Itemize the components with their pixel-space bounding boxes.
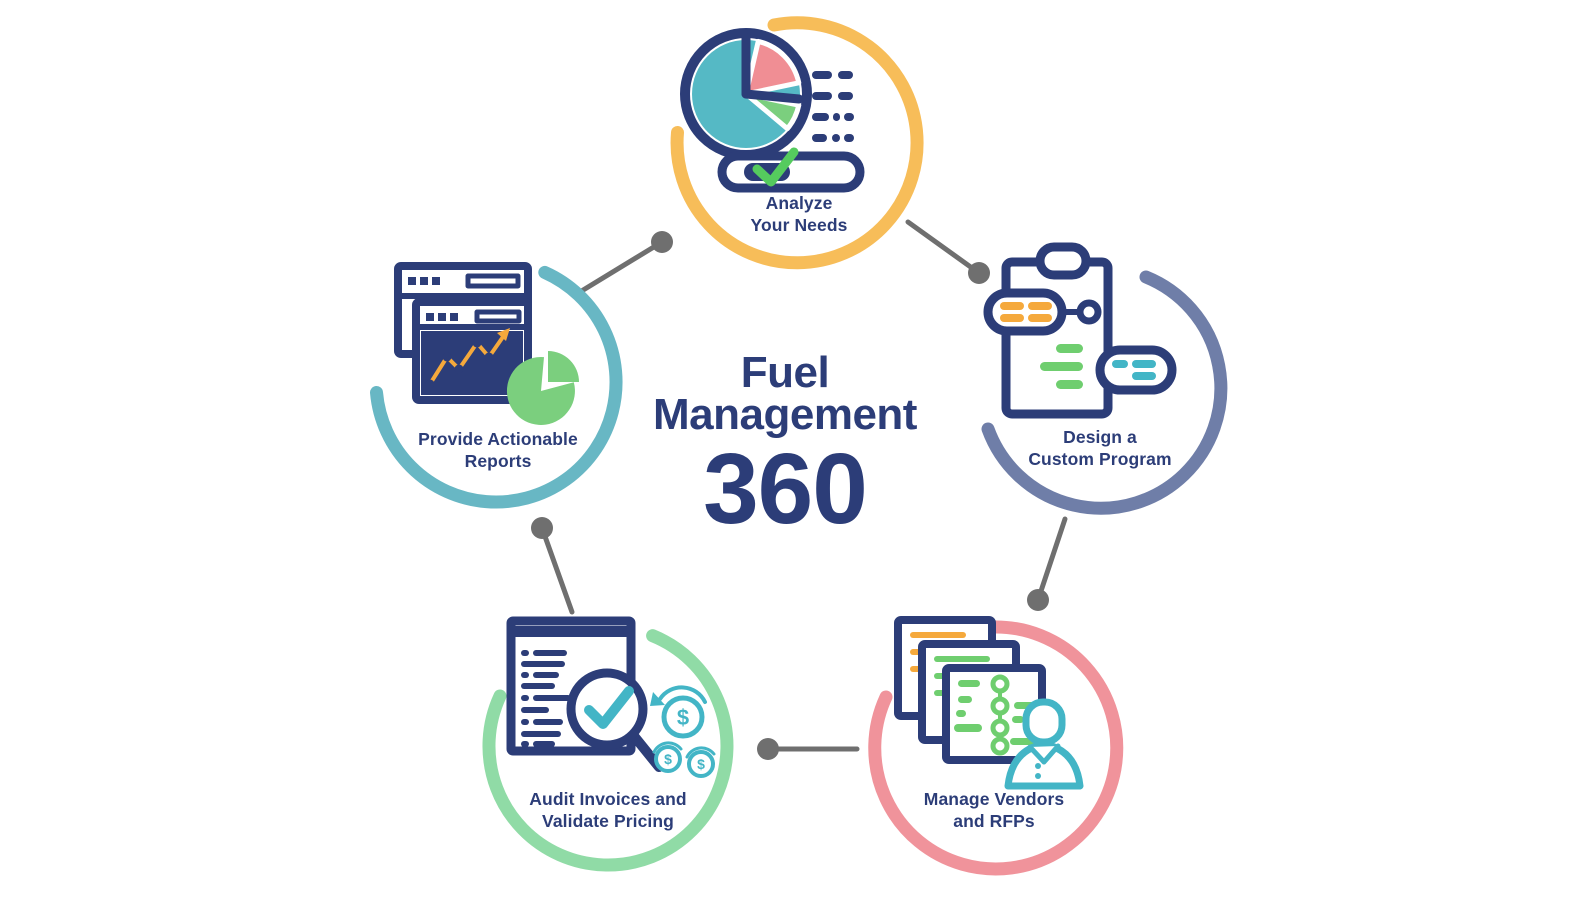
audit-ring	[482, 629, 734, 872]
dollar-coins-icon: $ $ $	[650, 685, 716, 778]
browser-window-front-icon	[412, 298, 532, 404]
vendors-label-line1: Manage Vendors	[923, 789, 1065, 809]
title-line-management: Management	[653, 390, 917, 439]
title-line-fuel: Fuel	[740, 348, 830, 397]
clipboard-flowchart-icon	[983, 242, 1177, 419]
vendors-label: Manage Vendors and RFPs	[874, 789, 1114, 832]
vendors-label-line2: and RFPs	[953, 810, 1035, 831]
audit-label: Audit Invoices and Validate Pricing	[488, 789, 728, 832]
connector-reports-analyze	[572, 231, 673, 298]
title-line-360: 360	[703, 433, 868, 545]
svg-text:$: $	[697, 756, 705, 772]
reports-ring	[370, 265, 623, 509]
reports-label-line2: Reports	[464, 450, 532, 471]
documents-person-icon	[894, 616, 1084, 790]
design-label-line1: Design a	[1063, 427, 1137, 447]
connector-vendors-audit	[757, 738, 860, 760]
person-icon	[1004, 698, 1084, 790]
connector-reports-audit	[531, 517, 575, 615]
design-label-line2: Custom Program	[1028, 448, 1172, 469]
pie-icon	[506, 351, 579, 425]
audit-label-line2: Validate Pricing	[542, 810, 674, 831]
connector-analyze-design	[905, 219, 990, 284]
connector-dot	[531, 517, 553, 539]
analyze-label-line2: Your Needs	[750, 214, 848, 235]
vendors-ring	[868, 620, 1124, 876]
center-title: Fuel Management 360	[585, 348, 985, 545]
reports-label: Provide Actionable Reports	[398, 429, 598, 472]
connector-design-vendors	[1027, 516, 1068, 611]
list-lines-icon	[812, 71, 854, 142]
pie-chart-report-icon	[680, 28, 865, 193]
svg-text:$: $	[677, 705, 689, 730]
svg-text:$: $	[664, 751, 672, 767]
magnifier-check-icon	[566, 668, 664, 772]
flowchart-lines-icon	[954, 674, 1040, 756]
line-chart-icon	[425, 328, 510, 389]
analyze-label-line1: Analyze	[765, 193, 833, 213]
audit-label-line1: Audit Invoices and	[529, 789, 687, 809]
connector-dot	[757, 738, 779, 760]
reports-label-line1: Provide Actionable	[418, 429, 578, 449]
progress-check-icon	[717, 147, 865, 193]
design-label: Design a Custom Program	[1000, 427, 1200, 470]
connector-dot	[651, 231, 673, 253]
connector-dot	[968, 262, 990, 284]
analyze-label: Analyze Your Needs	[699, 193, 899, 236]
design-ring	[981, 270, 1228, 515]
connector-dot	[1027, 589, 1049, 611]
browser-chart-pie-icon	[394, 262, 579, 425]
invoice-magnifier-coins-icon: $ $ $	[506, 616, 716, 778]
analyze-ring	[670, 16, 924, 270]
pie-chart-icon	[680, 28, 812, 160]
